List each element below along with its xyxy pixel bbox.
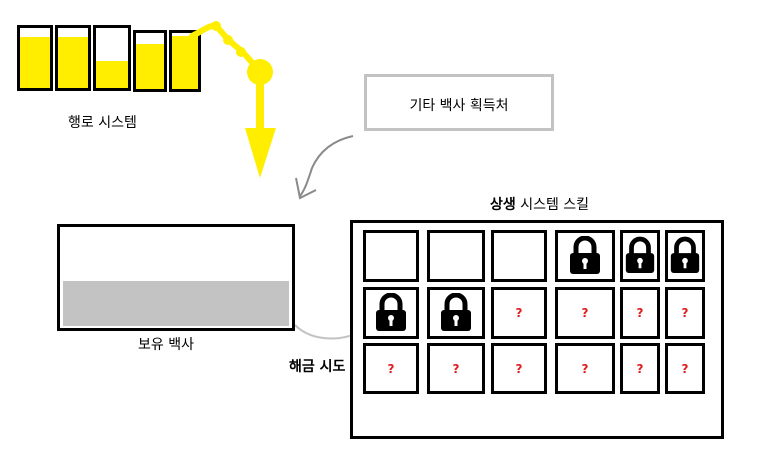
unknown-mark: ?: [581, 361, 589, 376]
path-system-label: 행로 시스템: [68, 115, 137, 131]
tube-fill: [172, 35, 198, 89]
grey-arrow-head: [295, 177, 317, 200]
lock-icon: [441, 293, 471, 331]
skill-slot-locked[interactable]: [665, 230, 705, 282]
held-fill: [63, 280, 289, 326]
tube-5: [169, 30, 201, 92]
unknown-mark: ?: [515, 306, 523, 320]
skill-slot-empty[interactable]: [427, 230, 485, 282]
yellow-arrow-head: [245, 128, 276, 178]
skill-slot-unknown[interactable]: ?: [620, 343, 660, 394]
unknown-mark: ?: [636, 361, 644, 376]
skill-slot-unknown[interactable]: ?: [620, 287, 660, 339]
skill-slot-unknown[interactable]: ?: [665, 343, 705, 394]
skill-slot-unknown[interactable]: ?: [363, 343, 419, 394]
skill-slot-unknown[interactable]: ?: [491, 343, 547, 394]
unknown-mark: ?: [452, 361, 460, 376]
yellow-knot: [236, 47, 246, 57]
unknown-mark: ?: [581, 306, 589, 320]
skill-grid-title-rest: 시스템 스킬: [515, 197, 590, 213]
unknown-mark: ?: [636, 306, 644, 320]
skill-slot-locked[interactable]: [427, 287, 485, 339]
skill-slot-empty[interactable]: [491, 230, 547, 282]
unknown-mark: ?: [515, 361, 523, 376]
skill-slot-unknown[interactable]: ?: [555, 287, 615, 339]
skill-grid-title-bold: 상생: [490, 197, 516, 213]
tube-fill: [58, 37, 88, 88]
unknown-mark: ?: [681, 306, 689, 320]
held-bank: [57, 224, 295, 331]
yellow-knot: [211, 21, 221, 31]
skill-slot-unknown[interactable]: ?: [427, 343, 485, 394]
skill-slot-locked[interactable]: [555, 230, 615, 282]
tube-fill: [136, 44, 164, 89]
lock-icon: [570, 236, 600, 274]
tube-4: [133, 30, 167, 92]
tube-fill: [20, 37, 50, 88]
yellow-knot: [223, 35, 233, 45]
skill-slot-unknown[interactable]: ?: [491, 287, 547, 339]
yellow-orb: [247, 59, 273, 85]
other-source-box: 기타 백사 획득처: [364, 74, 554, 131]
lock-icon: [625, 236, 655, 273]
tube-1: [17, 25, 53, 91]
skill-slot-unknown[interactable]: ?: [665, 287, 705, 339]
other-source-label: 기타 백사 획득처: [409, 98, 509, 114]
tube-fill: [96, 61, 128, 88]
skill-grid-title: 상생 시스템 스킬: [490, 194, 589, 214]
skill-slot-empty[interactable]: [363, 230, 419, 282]
tube-3: [93, 25, 131, 91]
skill-slot-locked[interactable]: [363, 287, 419, 339]
skill-slot-unknown[interactable]: ?: [555, 343, 615, 394]
unknown-mark: ?: [681, 361, 689, 376]
tube-2: [55, 25, 91, 91]
unknown-mark: ?: [387, 361, 395, 376]
lock-icon: [670, 236, 700, 273]
yellow-flow-line: [189, 22, 263, 73]
grey-curved-arrow: [299, 135, 354, 197]
held-label: 보유 백사: [138, 337, 194, 353]
lock-icon: [376, 293, 406, 331]
unlock-attempt-label: 해금 시도: [289, 359, 346, 375]
skill-slot-locked[interactable]: [620, 230, 660, 282]
yellow-arrow-shaft: [256, 80, 264, 132]
